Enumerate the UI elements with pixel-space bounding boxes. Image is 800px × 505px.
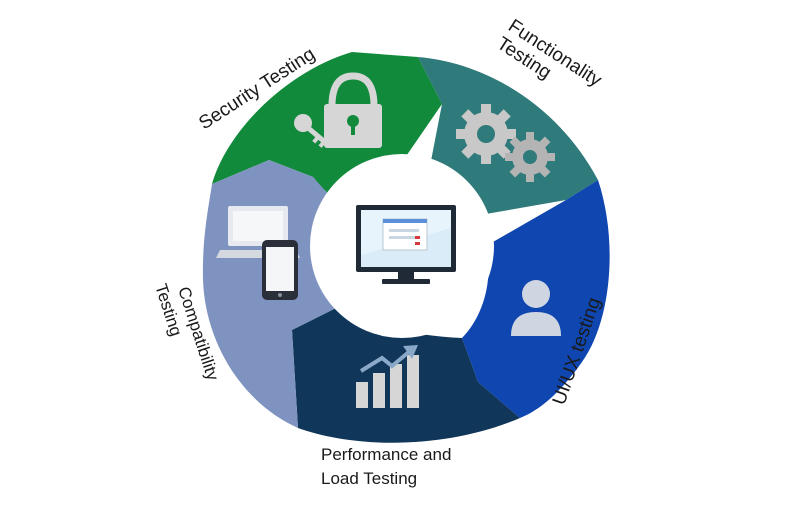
monitor-login-icon: [356, 205, 456, 284]
lock-key-icon: [294, 72, 382, 148]
segment-performance: [292, 306, 520, 443]
gears-icon: [456, 104, 555, 182]
laptop-phone-icon: [216, 206, 300, 300]
bar-chart-trend-icon: [356, 345, 419, 408]
user-icon: [511, 280, 561, 336]
label-performance: Performance and Load Testing: [321, 445, 456, 488]
